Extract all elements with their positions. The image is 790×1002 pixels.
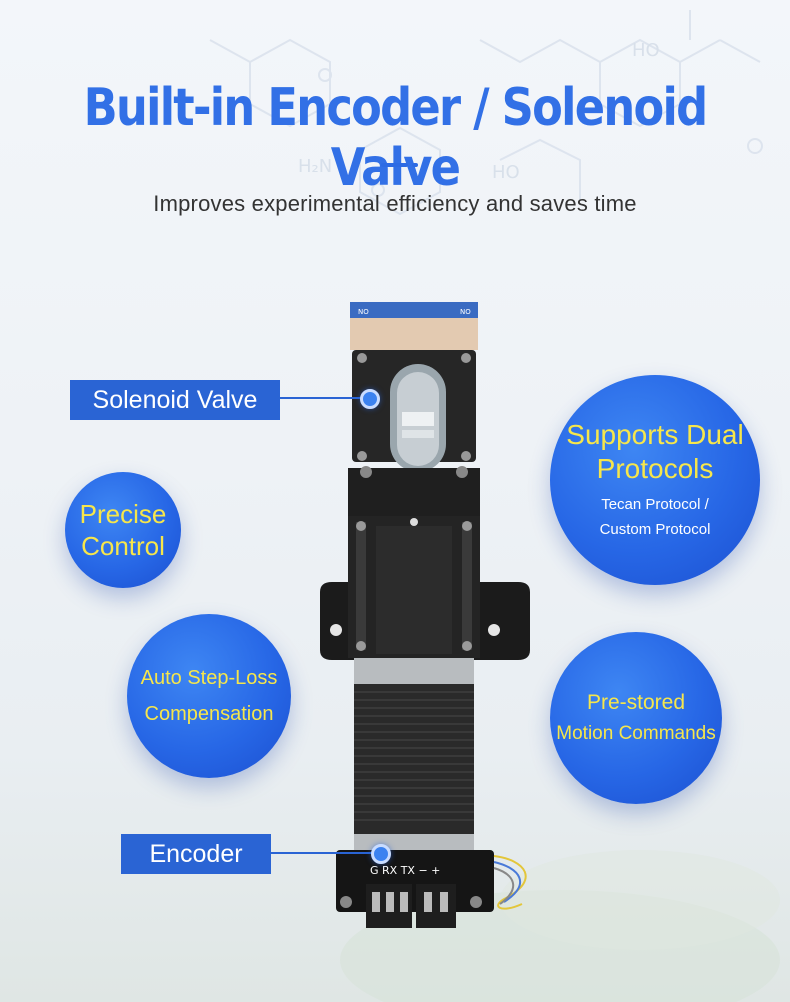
feature-line: Auto Step-Loss [140, 667, 278, 689]
divider-dot [412, 163, 418, 167]
connector-dot-icon [371, 844, 391, 864]
feature-auto-step-loss: Auto Step-Loss Compensation [127, 614, 291, 778]
feature-line: Control [81, 531, 165, 561]
svg-text:H₂N: H₂N [298, 156, 332, 177]
page-title: Built-in Encoder / Solenoid Valve [83, 78, 709, 198]
feature-precise-control: Precise Control [65, 472, 181, 588]
feature-detail: Tecan Protocol / [601, 496, 709, 513]
syringe-pump-illustration: NO NO G RX TX − + [320, 302, 530, 928]
feature-line: Motion Commands [556, 723, 716, 744]
title-divider [381, 163, 419, 167]
feature-dual-protocols: Supports Dual Protocols Tecan Protocol /… [550, 375, 760, 585]
encoder-label: Encoder [121, 834, 271, 874]
feature-line: Precise [79, 499, 167, 529]
solenoid-valve-connector [280, 397, 362, 399]
feature-line: Compensation [144, 703, 274, 725]
feature-line: Protocols [596, 453, 714, 484]
feature-line: Supports Dual [566, 419, 744, 450]
solenoid-valve-label: Solenoid Valve [70, 380, 280, 420]
svg-text:HO: HO [492, 162, 520, 183]
feature-pre-stored-commands: Pre-stored Motion Commands [550, 632, 722, 804]
divider-bar [381, 163, 408, 167]
svg-text:NO: NO [460, 308, 471, 316]
terminal-labels: G RX TX − + [370, 864, 440, 877]
feature-detail: Custom Protocol [599, 521, 711, 538]
valve-plate-text: NO [358, 308, 369, 316]
feature-line: Pre-stored [586, 691, 686, 714]
svg-text:HO: HO [632, 40, 660, 61]
connector-dot-icon [360, 389, 380, 409]
encoder-connector [271, 852, 373, 854]
page-subtitle: Improves experimental efficiency and sav… [153, 191, 637, 216]
